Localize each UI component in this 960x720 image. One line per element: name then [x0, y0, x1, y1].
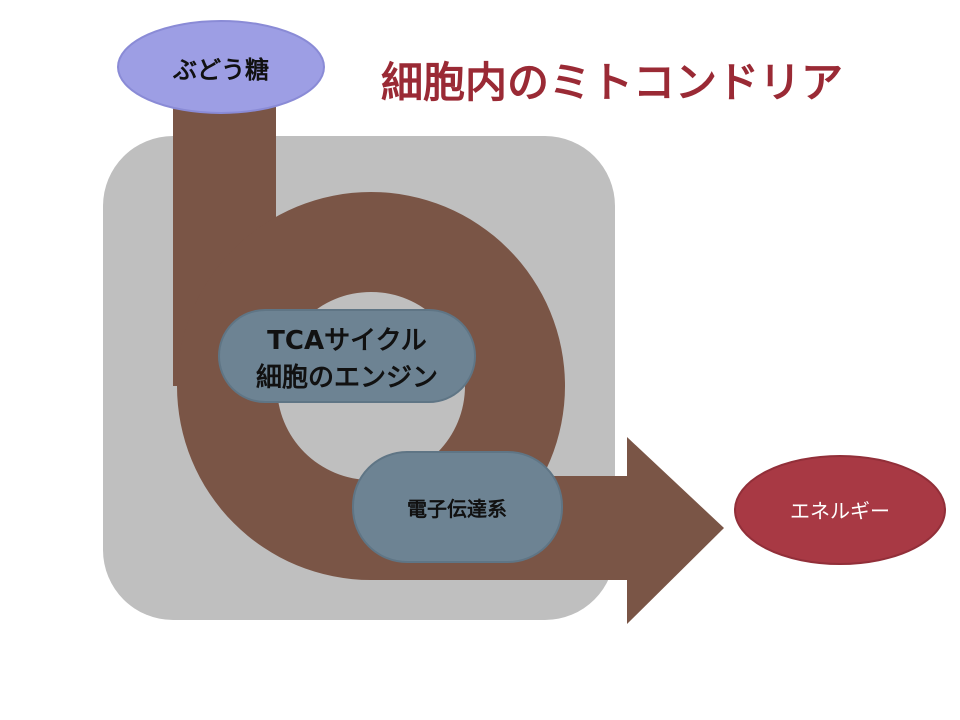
glucose-ellipse [117, 20, 325, 114]
tca-cycle-label-line1: TCAサイクル [267, 326, 427, 356]
tca-cycle-label-line2: 細胞のエンジン [256, 362, 438, 393]
tca-cycle-node: TCAサイクル 細胞のエンジン [218, 309, 476, 403]
glucose-node: ぶどう糖 [117, 20, 325, 114]
energy-node: エネルギー [734, 455, 946, 565]
electron-transport-node: 電子伝達系 [352, 451, 563, 563]
glucose-label: ぶどう糖 [172, 56, 269, 84]
tca-cycle-pill [218, 309, 476, 403]
electron-transport-label: 電子伝達系 [407, 497, 507, 521]
energy-label: エネルギー [790, 499, 890, 523]
page-title: 細胞内のミトコンドリア [381, 58, 843, 107]
electron-transport-pill [352, 451, 563, 563]
energy-ellipse [734, 455, 946, 565]
energy-arrow-head [627, 437, 724, 624]
